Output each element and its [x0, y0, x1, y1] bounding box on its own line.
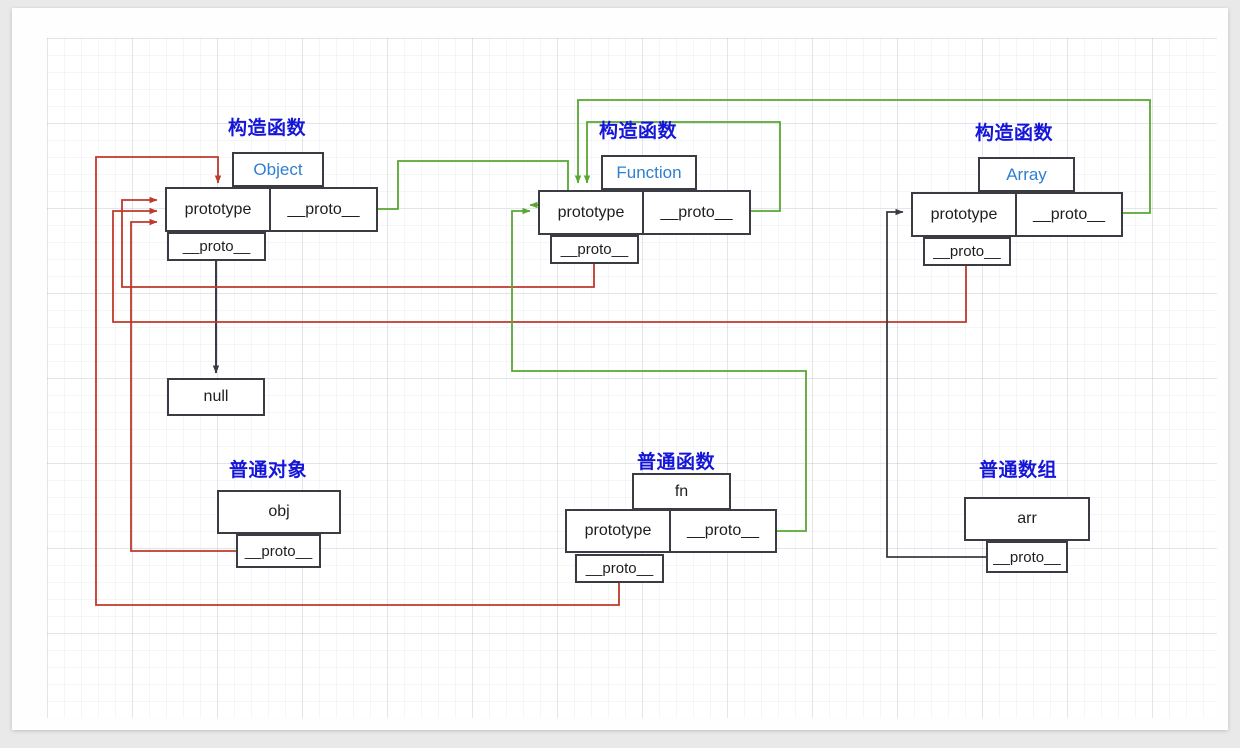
fn-proto-cell[interactable]: __proto__ — [686, 522, 760, 539]
function-ctor-name-box[interactable]: Function — [601, 155, 697, 190]
function-prototype-cell[interactable]: prototype — [540, 192, 644, 233]
arr-box[interactable]: arr — [964, 497, 1090, 541]
object-prototype-proto-box[interactable]: __proto__ — [167, 232, 266, 261]
object-prototype-cell[interactable]: prototype — [167, 189, 271, 230]
group-title-plain-array: 普通数组 — [979, 460, 1058, 481]
group-title-function-ctor: 构造函数 — [599, 121, 678, 142]
arr-proto-box[interactable]: __proto__ — [986, 541, 1068, 573]
obj-box[interactable]: obj — [217, 490, 341, 534]
group-title-object-ctor: 构造函数 — [228, 118, 307, 139]
function-prototype-row[interactable]: prototype __proto__ — [538, 190, 751, 235]
array-ctor-name-label: Array — [1006, 165, 1047, 184]
function-proto-cell[interactable]: __proto__ — [660, 203, 733, 221]
group-title-plain-object: 普通对象 — [229, 460, 308, 481]
function-ctor-name-label: Function — [616, 163, 682, 182]
array-prototype-cell[interactable]: prototype — [913, 194, 1017, 235]
fn-prototype-proto-box[interactable]: __proto__ — [575, 554, 664, 583]
fn-prototype-row[interactable]: prototype __proto__ — [565, 509, 777, 553]
fn-prototype-cell[interactable]: prototype — [567, 511, 671, 551]
array-proto-cell[interactable]: __proto__ — [1032, 205, 1106, 223]
object-ctor-name-box[interactable]: Object — [232, 152, 324, 187]
object-prototype-row[interactable]: prototype __proto__ — [165, 187, 378, 232]
array-prototype-proto-box[interactable]: __proto__ — [923, 237, 1011, 266]
object-ctor-name-label: Object — [253, 160, 303, 179]
object-proto-cell[interactable]: __proto__ — [287, 200, 360, 218]
fn-box[interactable]: fn — [632, 473, 731, 510]
null-box[interactable]: null — [167, 378, 265, 416]
obj-proto-box[interactable]: __proto__ — [236, 534, 321, 568]
array-ctor-name-box[interactable]: Array — [978, 157, 1075, 192]
group-title-plain-function: 普通函数 — [637, 452, 716, 473]
group-title-array-ctor: 构造函数 — [975, 123, 1054, 144]
array-prototype-row[interactable]: prototype __proto__ — [911, 192, 1123, 237]
function-prototype-proto-box[interactable]: __proto__ — [550, 235, 639, 264]
